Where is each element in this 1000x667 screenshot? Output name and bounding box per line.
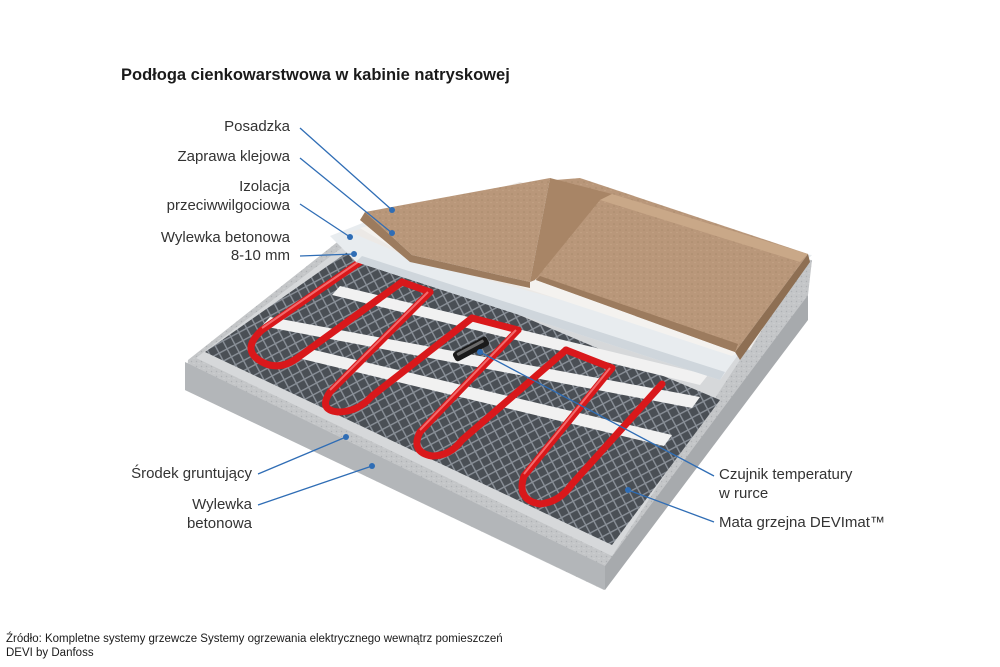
label-srodek-gruntujacy: Środek gruntujący bbox=[131, 465, 252, 482]
label-czujnik-line1: Czujnik temperatury bbox=[719, 466, 853, 483]
label-zaprawa-klejowa: Zaprawa klejowa bbox=[177, 148, 290, 165]
heating-cable bbox=[247, 258, 666, 508]
label-izolacja-line1: Izolacja bbox=[239, 178, 290, 195]
label-wylewka-cienka-line1: Wylewka betonowa bbox=[160, 229, 290, 246]
leader-dots bbox=[343, 207, 631, 493]
label-posadzka: Posadzka bbox=[224, 118, 290, 135]
label-wylewka-line2: betonowa bbox=[186, 515, 252, 532]
cable-highlight bbox=[261, 261, 611, 475]
label-wylewka-line1: Wylewka bbox=[192, 496, 252, 513]
label-izolacja-line2: przeciwwilgociowa bbox=[166, 197, 290, 214]
label-mata-grzejna: Mata grzejna DEVImat™ bbox=[719, 514, 885, 531]
floor-tiles bbox=[360, 178, 810, 360]
leader-lines bbox=[257, 127, 715, 523]
source-line1: Źródło: Kompletne systemy grzewcze Syste… bbox=[6, 633, 503, 645]
diagram-title: Podłoga cienkowarstwowa w kabinie natrys… bbox=[121, 66, 510, 84]
label-wylewka-cienka-line2: 8-10 mm bbox=[230, 247, 290, 264]
mat-tape-strips bbox=[262, 286, 708, 446]
sensor-tube bbox=[452, 336, 490, 362]
label-czujnik-line2: w rurce bbox=[719, 485, 769, 502]
source-caption: Źródło: Kompletne systemy grzewcze Syste… bbox=[6, 632, 503, 660]
source-line2: DEVI by Danfoss bbox=[6, 647, 94, 659]
